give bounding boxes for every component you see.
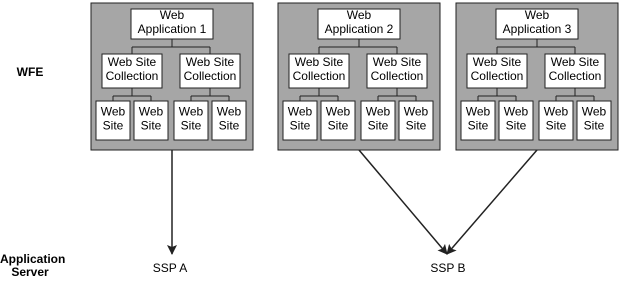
web-site-collection-box	[101, 53, 163, 89]
web-site-box	[538, 100, 574, 141]
web-site-box	[133, 100, 169, 141]
web-site-collection-box	[466, 53, 528, 89]
web-site-box	[211, 100, 247, 141]
web-site-box	[360, 100, 396, 141]
web-site-box	[460, 100, 496, 141]
web-site-collection-box	[288, 53, 350, 89]
web-site-box	[320, 100, 356, 141]
application-server-label-line2: Server	[11, 265, 49, 279]
ssp-a-label: SSP A	[152, 261, 188, 275]
application-server-label-line1: Application	[0, 252, 66, 266]
web-site-collection-box	[366, 53, 428, 89]
web-site-box	[173, 100, 209, 141]
web-site-box	[576, 100, 612, 141]
web-site-box	[95, 100, 131, 141]
application-server-label: Application Server	[0, 253, 65, 279]
wfe-label: WFE	[16, 65, 44, 79]
web-site-collection-box	[179, 53, 241, 89]
ssp-b-label: SSP B	[430, 261, 466, 275]
web-application-box	[130, 8, 214, 40]
web-application-box	[317, 8, 401, 40]
web-site-box	[398, 100, 434, 141]
arrow-to-ssp-b	[446, 149, 538, 255]
arrow-to-ssp-b	[358, 149, 448, 255]
web-site-collection-box	[544, 53, 606, 89]
web-site-box	[282, 100, 318, 141]
web-site-box	[498, 100, 534, 141]
web-application-box	[495, 8, 579, 40]
